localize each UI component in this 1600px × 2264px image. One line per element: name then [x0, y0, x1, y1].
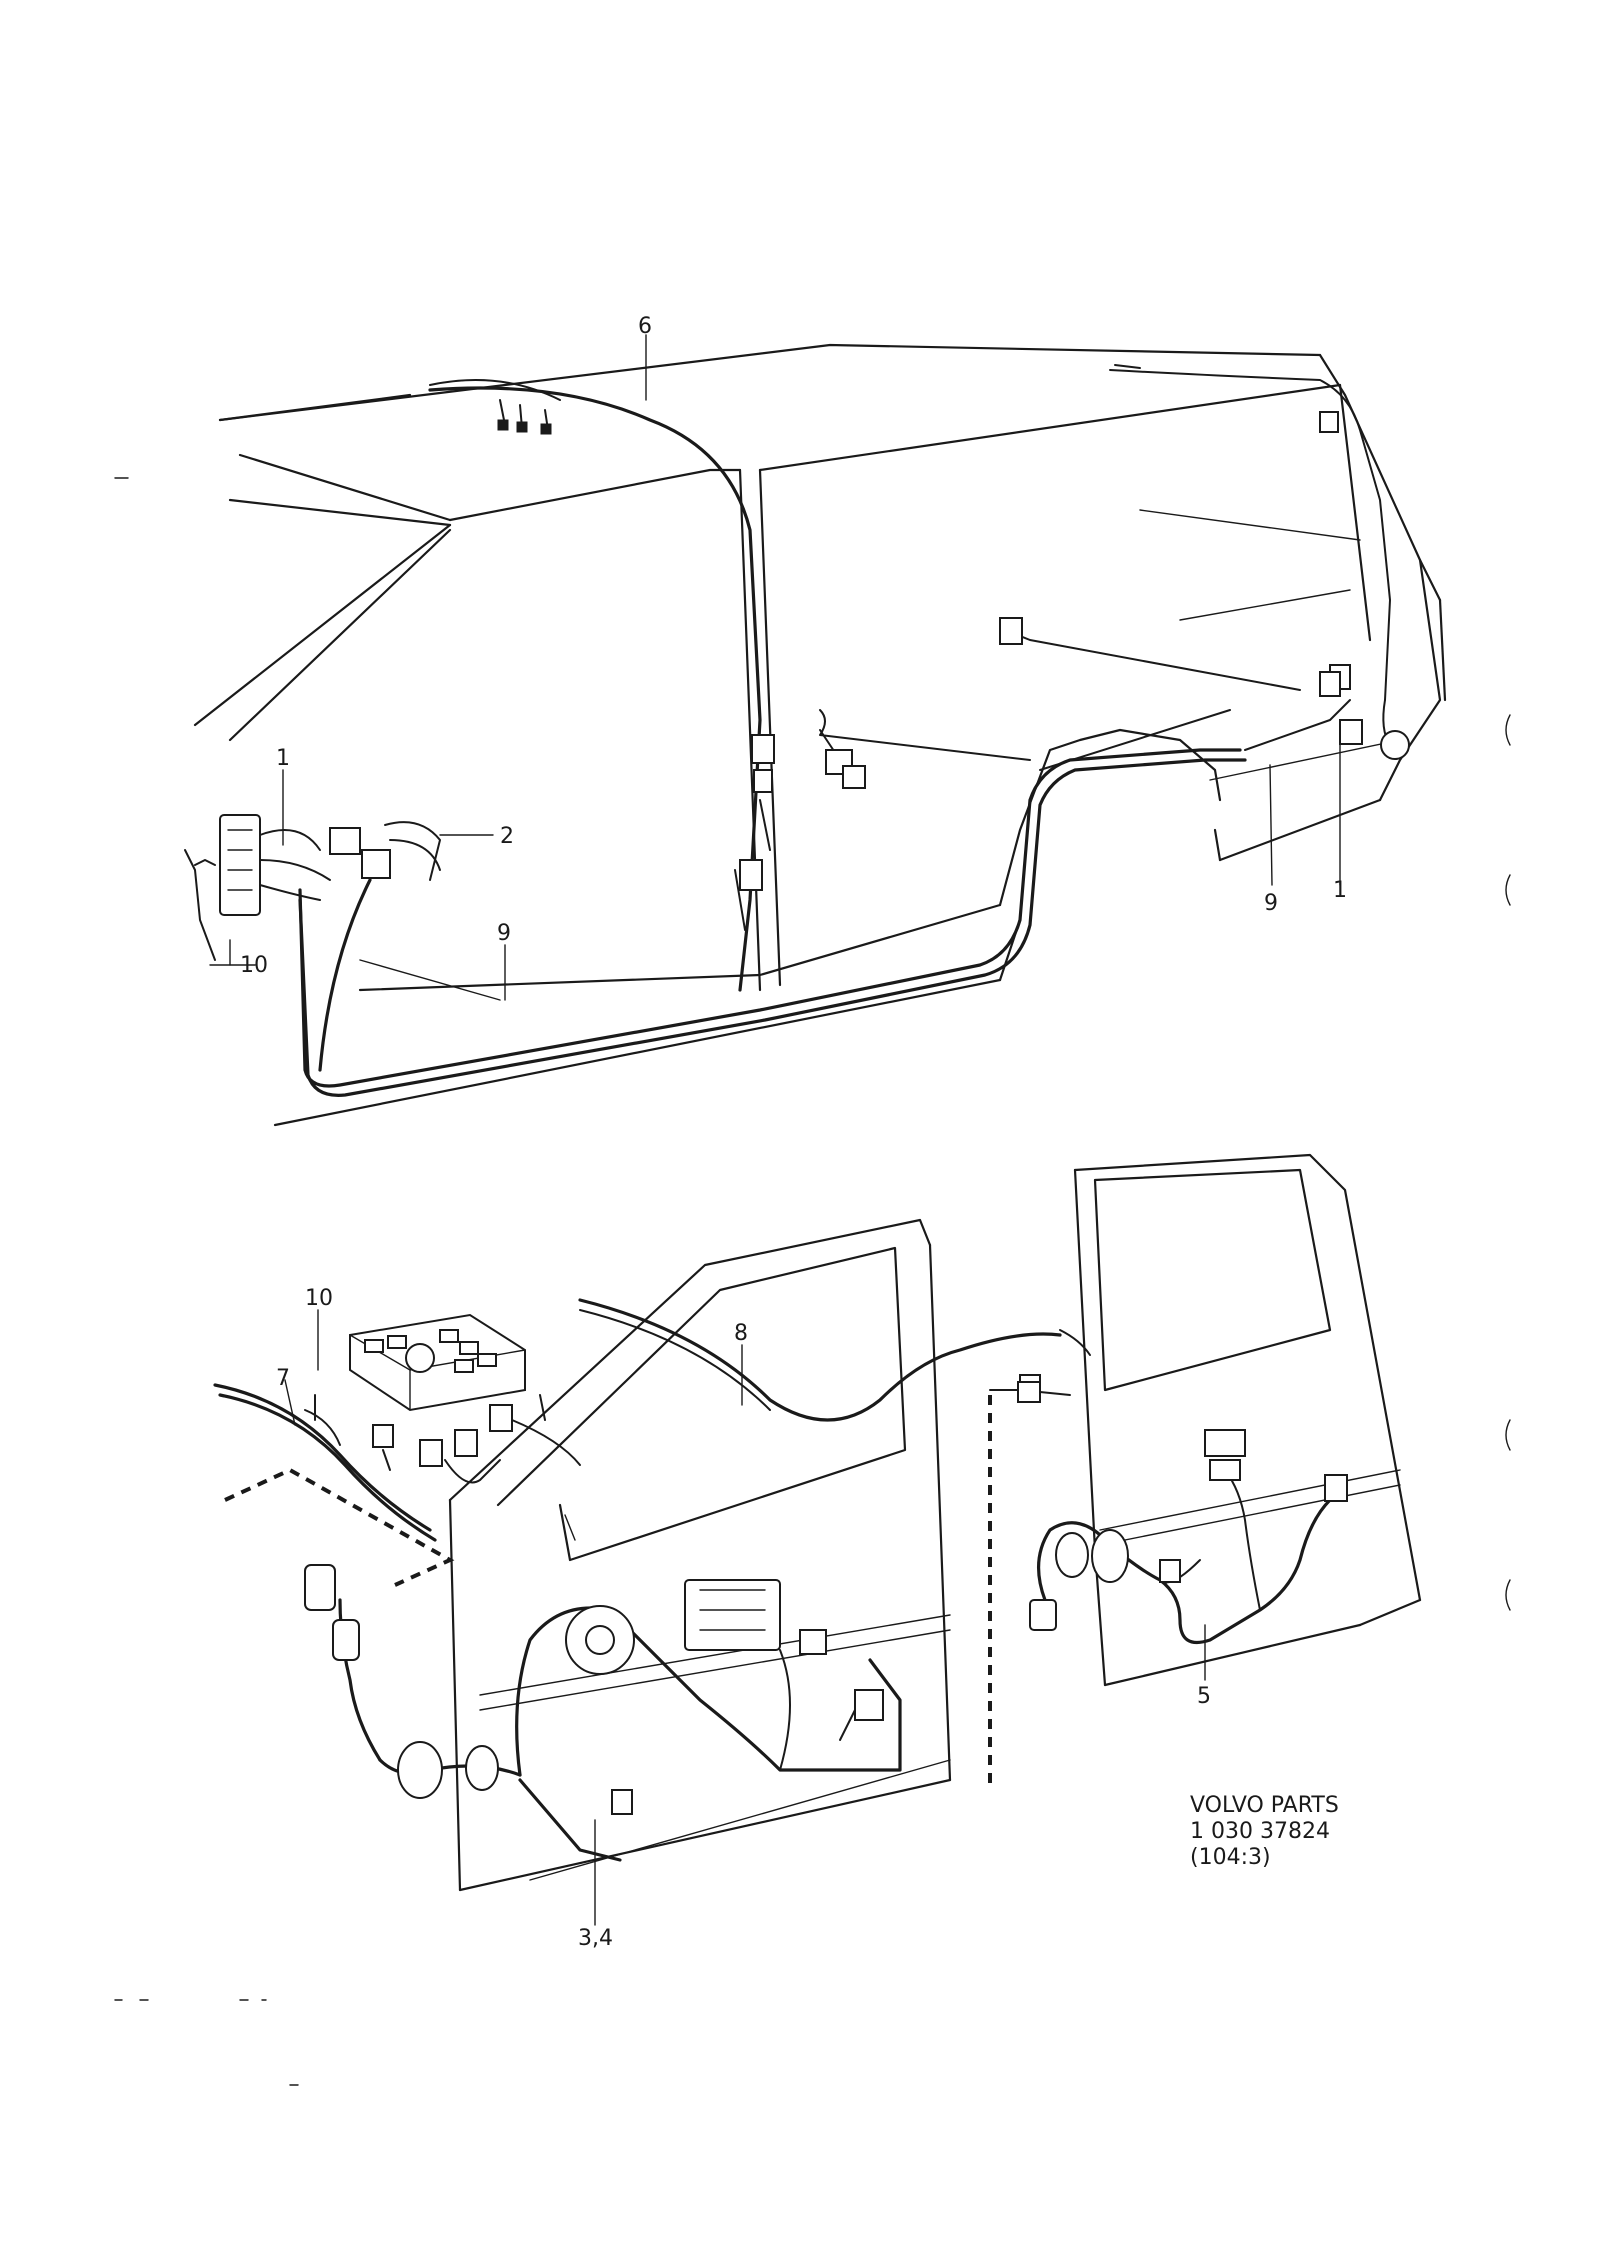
callout-6: 6: [638, 314, 652, 339]
callout-leaders: [229, 334, 1341, 1926]
dash-harness: [213, 1383, 581, 1587]
callout-7: 7: [276, 1366, 290, 1391]
vehicle-body-outline: [193, 343, 1447, 1127]
scan-marks: [114, 477, 1511, 2086]
callout-5: 5: [1197, 1684, 1211, 1709]
rear-door-outline: [1073, 1153, 1422, 1687]
callout-1-right: 1: [1333, 878, 1347, 903]
reference-block: VOLVO PARTS 1 030 37824 (104:3): [1190, 1793, 1339, 1870]
callout-3-4: 3,4: [578, 1926, 613, 1951]
pillar-connectors: [734, 734, 775, 931]
front-door-harness: [304, 1298, 1091, 1862]
roof-harness: [428, 364, 1410, 992]
callout-8: 8: [734, 1321, 748, 1346]
callout-2: 2: [500, 824, 514, 849]
control-unit: [349, 1313, 526, 1412]
callout-9-left: 9: [497, 921, 511, 946]
door-connection-dashed: [988, 1381, 1071, 1790]
callout-10-door: 10: [305, 1286, 333, 1311]
sill-harness: [298, 617, 1363, 1097]
front-connector-cluster: [184, 814, 441, 1072]
callout-10-top: 10: [240, 953, 268, 978]
reference-line-1: VOLVO PARTS: [1190, 1793, 1339, 1818]
front-door-outline: [448, 1218, 952, 1892]
rear-door-harness: [1029, 1429, 1348, 1645]
callout-1-left: 1: [276, 746, 290, 771]
reference-line-3: (104:3): [1190, 1845, 1271, 1870]
reference-line-2: 1 030 37824: [1190, 1819, 1330, 1844]
callout-9-right: 9: [1264, 891, 1278, 916]
